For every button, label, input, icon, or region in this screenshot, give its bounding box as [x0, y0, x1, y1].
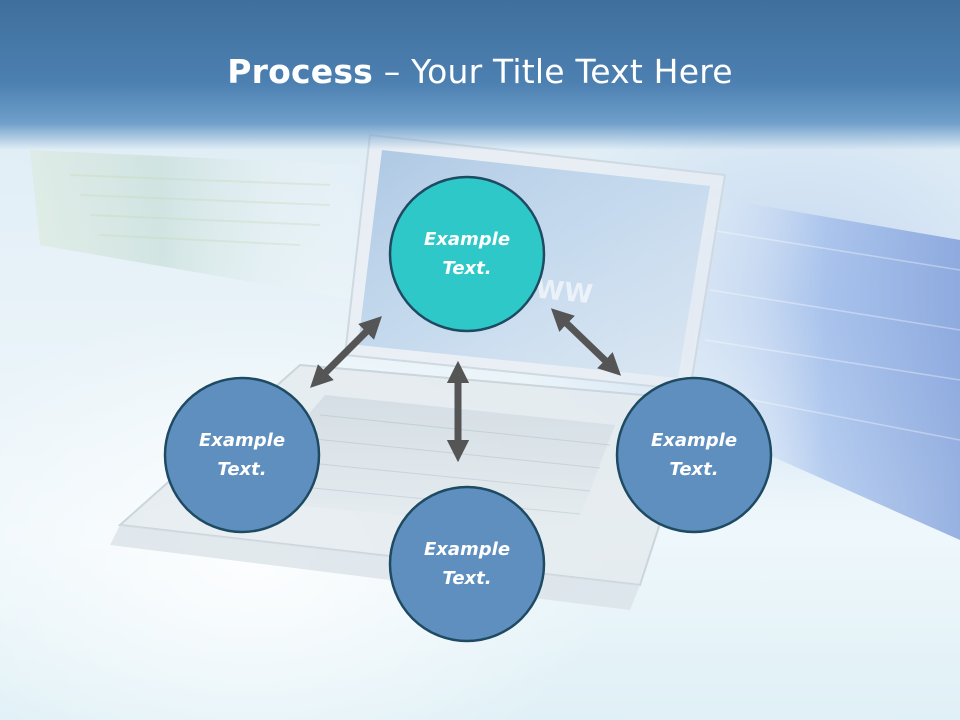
laptop-keyboard — [235, 395, 615, 530]
title-bold: Process — [227, 52, 374, 91]
node-left-line2: Text. — [217, 459, 267, 480]
node-left-label: Example Text. — [167, 426, 317, 484]
node-top-line1: Example — [423, 229, 511, 250]
node-top — [388, 175, 546, 333]
node-top-label: Example Text. — [392, 225, 542, 283]
title-rest: – Your Title Text Here — [373, 52, 733, 91]
node-bottom-line1: Example — [423, 539, 511, 560]
node-left-line1: Example — [198, 430, 286, 451]
node-bottom-line2: Text. — [442, 568, 492, 589]
node-right-line2: Text. — [669, 459, 719, 480]
arrow-top-left — [310, 316, 382, 388]
node-right — [615, 376, 773, 534]
data-stream-left — [30, 150, 360, 300]
node-left — [163, 376, 321, 534]
node-bottom-label: Example Text. — [392, 535, 542, 593]
node-top-line2: Text. — [442, 258, 492, 279]
title-bar — [0, 0, 960, 150]
screen-www-text: WW — [534, 274, 594, 310]
node-right-label: Example Text. — [619, 426, 769, 484]
slide-title: Process – Your Title Text Here — [0, 52, 960, 91]
node-right-line1: Example — [650, 430, 738, 451]
node-bottom — [388, 485, 546, 643]
data-stream-right — [690, 195, 960, 540]
arrow-top-right — [550, 308, 622, 376]
